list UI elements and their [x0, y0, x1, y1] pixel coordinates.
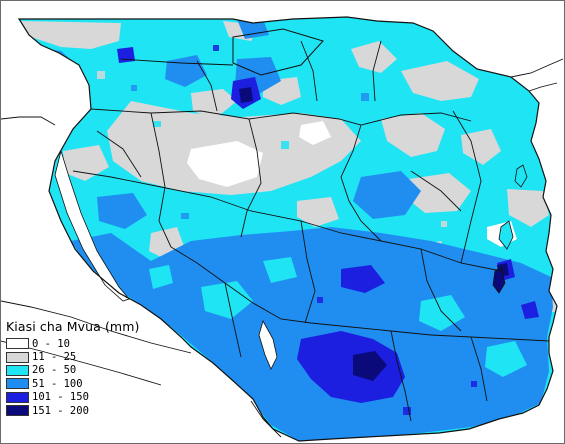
- speckle-texture: [97, 45, 477, 415]
- legend-item: 26 - 50: [6, 364, 176, 377]
- legend-item: 11 - 25: [6, 350, 176, 363]
- zones-26-50-patches: [149, 257, 527, 377]
- island-mafia: [492, 266, 506, 294]
- island-pemba: [514, 164, 528, 188]
- lake-victoria-outline: [232, 28, 324, 76]
- islands: [492, 164, 528, 294]
- region-borders: [72, 40, 550, 422]
- legend-label: 11 - 25: [32, 351, 77, 364]
- legend-label: 101 - 150: [32, 391, 89, 404]
- lakes: [54, 28, 324, 370]
- zones-101-150: [117, 47, 539, 403]
- legend-item: 151 - 200: [6, 404, 176, 417]
- legend-label: 0 - 10: [32, 337, 70, 350]
- zones-151-200: [239, 87, 509, 381]
- island-zanzibar: [498, 220, 514, 250]
- legend-title: Kiasi cha Mvua (mm): [6, 319, 140, 334]
- lake-tanganyika: [54, 149, 130, 302]
- legend-swatch: [6, 351, 29, 363]
- legend-swatch: [6, 338, 29, 350]
- legend-swatch: [6, 405, 29, 417]
- zones-0-10: [187, 121, 517, 247]
- legend-items: 0 - 10 11 - 25 26 - 50 51 - 100 101 - 15…: [6, 337, 176, 417]
- legend-label: 151 - 200: [32, 404, 89, 417]
- legend-swatch: [6, 378, 29, 390]
- legend-swatch: [6, 391, 29, 403]
- legend-label: 51 - 100: [32, 377, 83, 390]
- legend-item: 101 - 150: [6, 391, 176, 404]
- legend: Kiasi cha Mvua (mm) 0 - 10 11 - 25 26 - …: [6, 319, 176, 417]
- legend-label: 26 - 50: [32, 364, 77, 377]
- legend-swatch: [6, 364, 29, 376]
- lake-nyasa: [258, 319, 278, 370]
- legend-item: 51 - 100: [6, 377, 176, 390]
- legend-item: 0 - 10: [6, 337, 176, 350]
